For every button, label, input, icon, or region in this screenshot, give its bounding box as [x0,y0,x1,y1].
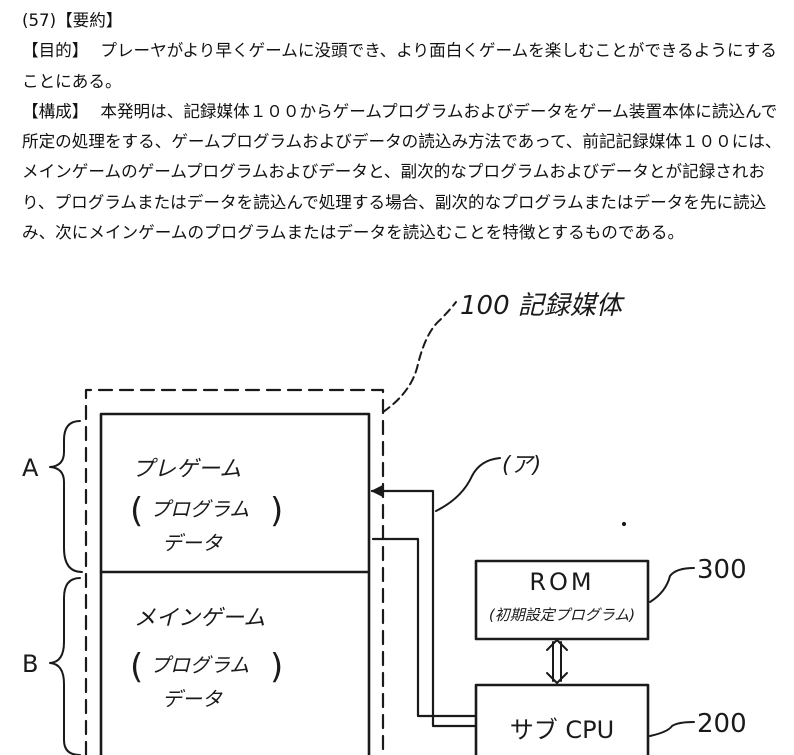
data-path-line [370,489,477,728]
recording-medium-outline [84,388,385,755]
pregame-program-line: プログラム [150,497,249,521]
cpu-ref-leader [649,721,695,737]
section-a-label: A [22,454,39,482]
structure-text: 本発明は、記録媒体１００からゲームプログラムおよびデータをゲーム装置本体に読込ん… [22,101,782,243]
data-path-line-inner [371,537,477,718]
brace-a [49,420,83,573]
patent-abstract: (57)【要約】 【目的】プレーヤがより早くゲームに没頭でき、より面白くゲームを… [22,6,782,248]
pregame-data-line: データ [162,531,223,555]
structure-label: 【構成】 [22,101,89,121]
path-label-leader [435,457,501,512]
pregame-open-paren: ( [130,491,143,531]
sub-cpu-box [474,683,650,755]
cpu-ref-number: 200 [697,709,747,739]
medium-label: 100 記録媒体 [460,291,625,321]
rom-ref-number: 300 [697,555,747,585]
program-data-block [99,412,371,755]
rom-subtitle: (初期設定プログラム) [489,606,635,624]
path-label: (ア) [502,453,541,478]
rom-ref-leader [649,567,695,603]
abstract-heading: (57)【要約】 [22,11,123,30]
section-b-label: B [22,650,38,678]
sub-cpu-label: サブ CPU [510,716,614,744]
medium-leader-line [382,301,457,413]
pregame-title: プレゲーム [132,457,241,482]
patent-figure: 100 記録媒体 A B プレゲーム ( プログラム ) データ メインゲーム … [0,280,794,755]
figure-drawing: 100 記録媒体 A B プレゲーム ( プログラム ) データ メインゲーム … [22,291,747,755]
maingame-data-line: データ [162,687,223,711]
maingame-title: メインゲーム [134,606,265,631]
rom-cpu-arrow-down [546,672,568,684]
structure-paragraph: 【構成】本発明は、記録媒体１００からゲームプログラムおよびデータをゲーム装置本体… [22,97,782,248]
data-path-arrowhead [371,485,383,497]
stray-mark [621,521,627,527]
rom-box [474,559,650,641]
purpose-label: 【目的】 [22,41,89,61]
purpose-text: プレーヤがより早くゲームに没頭でき、より面白くゲームを楽しむことができるようにす… [22,41,777,91]
maingame-program-line: プログラム [150,653,249,677]
maingame-close-paren: ) [270,647,283,687]
purpose-paragraph: 【目的】プレーヤがより早くゲームに没頭でき、より面白くゲームを楽しむことができる… [22,36,782,97]
maingame-open-paren: ( [130,647,143,687]
rom-title: ROM [529,568,594,596]
pregame-close-paren: ) [270,491,283,531]
rom-cpu-arrow-up [546,639,568,651]
brace-b [49,577,81,755]
